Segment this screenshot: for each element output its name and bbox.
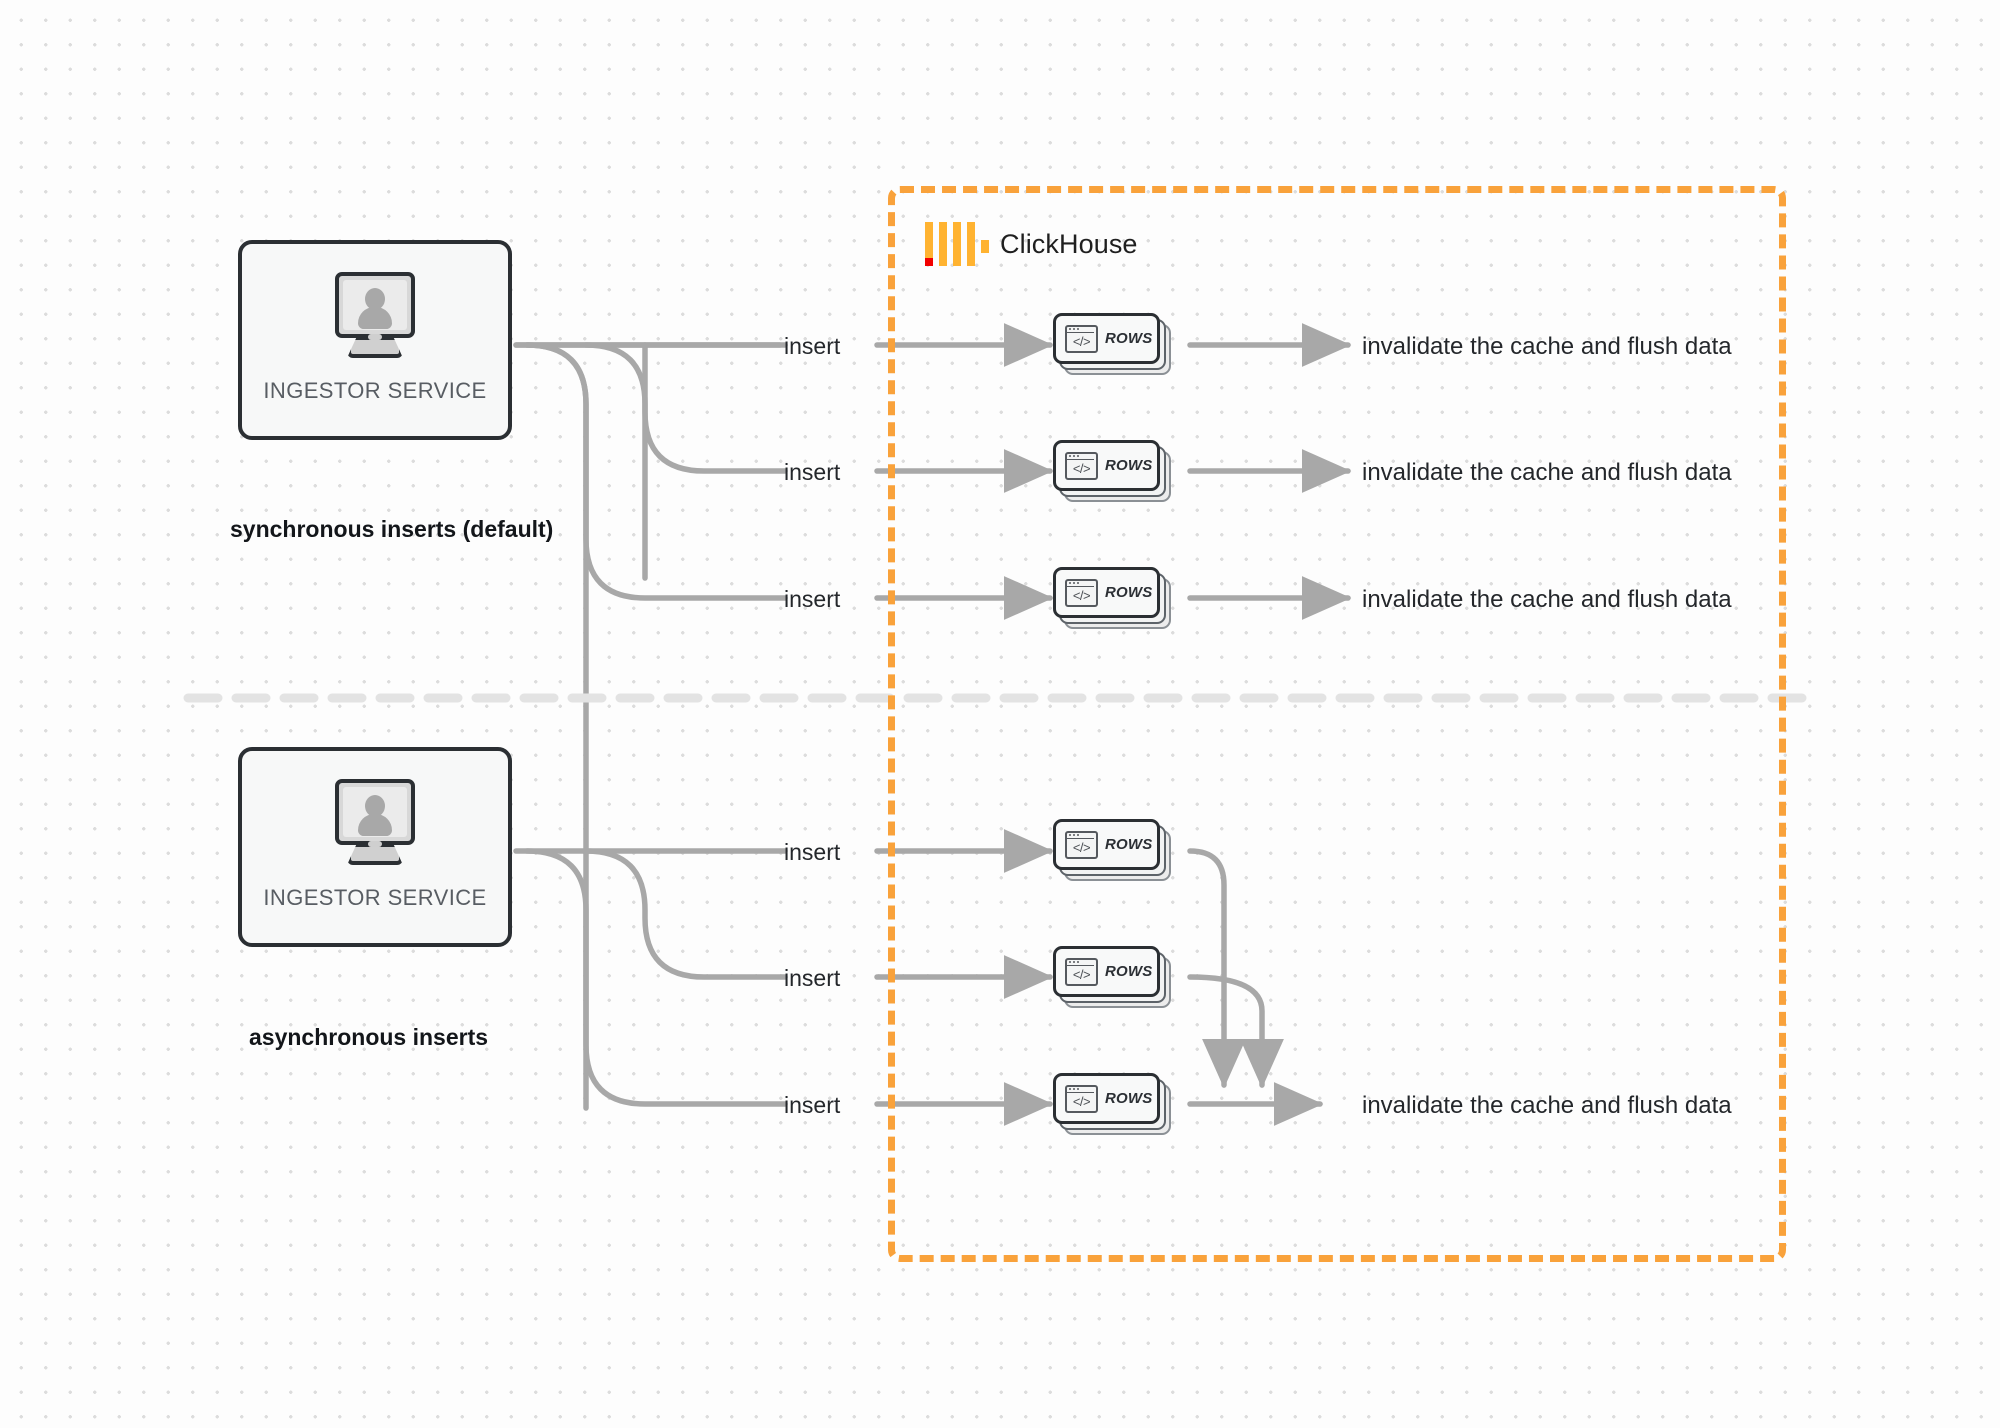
rows-node-sync-3[interactable]: </> ROWS [1053,567,1171,629]
code-window-icon: </> [1065,324,1098,353]
section-caption-asynchronous: asynchronous inserts [249,1024,489,1050]
section-caption-synchronous: synchronous inserts (default) [230,516,554,542]
rows-node-label: ROWS [1105,836,1153,853]
monitor-user-icon [327,272,423,360]
rows-node-async-3[interactable]: </> ROWS [1053,1073,1171,1135]
insert-label-async-3: insert [784,1092,841,1118]
insert-label-async-1: insert [784,839,841,865]
result-text-sync-1: invalidate the cache and flush data [1362,333,1732,360]
code-window-icon: </> [1065,578,1098,607]
code-window-icon: </> [1065,957,1098,986]
insert-label-async-2: insert [784,965,841,991]
ingestor-service-label: INGESTOR SERVICE [263,885,487,910]
rows-node-label: ROWS [1105,1090,1153,1107]
clickhouse-brand: ClickHouse [925,222,1138,266]
ingestor-service-async[interactable]: INGESTOR SERVICE [238,747,512,947]
rows-node-sync-2[interactable]: </> ROWS [1053,440,1171,502]
monitor-user-icon [327,779,423,867]
rows-node-async-2[interactable]: </> ROWS [1053,946,1171,1008]
insert-label-sync-1: insert [784,333,841,359]
rows-node-label: ROWS [1105,457,1153,474]
clickhouse-label: ClickHouse [1000,228,1138,259]
result-text-async-merged: invalidate the cache and flush data [1362,1092,1732,1119]
code-window-icon: </> [1065,830,1098,859]
insert-label-sync-3: insert [784,586,841,612]
rows-node-sync-1[interactable]: </> ROWS [1053,313,1171,375]
ingestor-service-sync[interactable]: INGESTOR SERVICE [238,240,512,440]
clickhouse-logo-icon [925,222,989,266]
code-window-icon: </> [1065,1084,1098,1113]
ingestor-service-label: INGESTOR SERVICE [263,378,487,403]
result-text-sync-2: invalidate the cache and flush data [1362,459,1732,486]
result-text-sync-3: invalidate the cache and flush data [1362,586,1732,613]
rows-node-async-1[interactable]: </> ROWS [1053,819,1171,881]
insert-label-sync-2: insert [784,459,841,485]
rows-node-label: ROWS [1105,330,1153,347]
clickhouse-boundary [888,186,1786,1262]
rows-node-label: ROWS [1105,963,1153,980]
code-window-icon: </> [1065,451,1098,480]
rows-node-label: ROWS [1105,584,1153,601]
